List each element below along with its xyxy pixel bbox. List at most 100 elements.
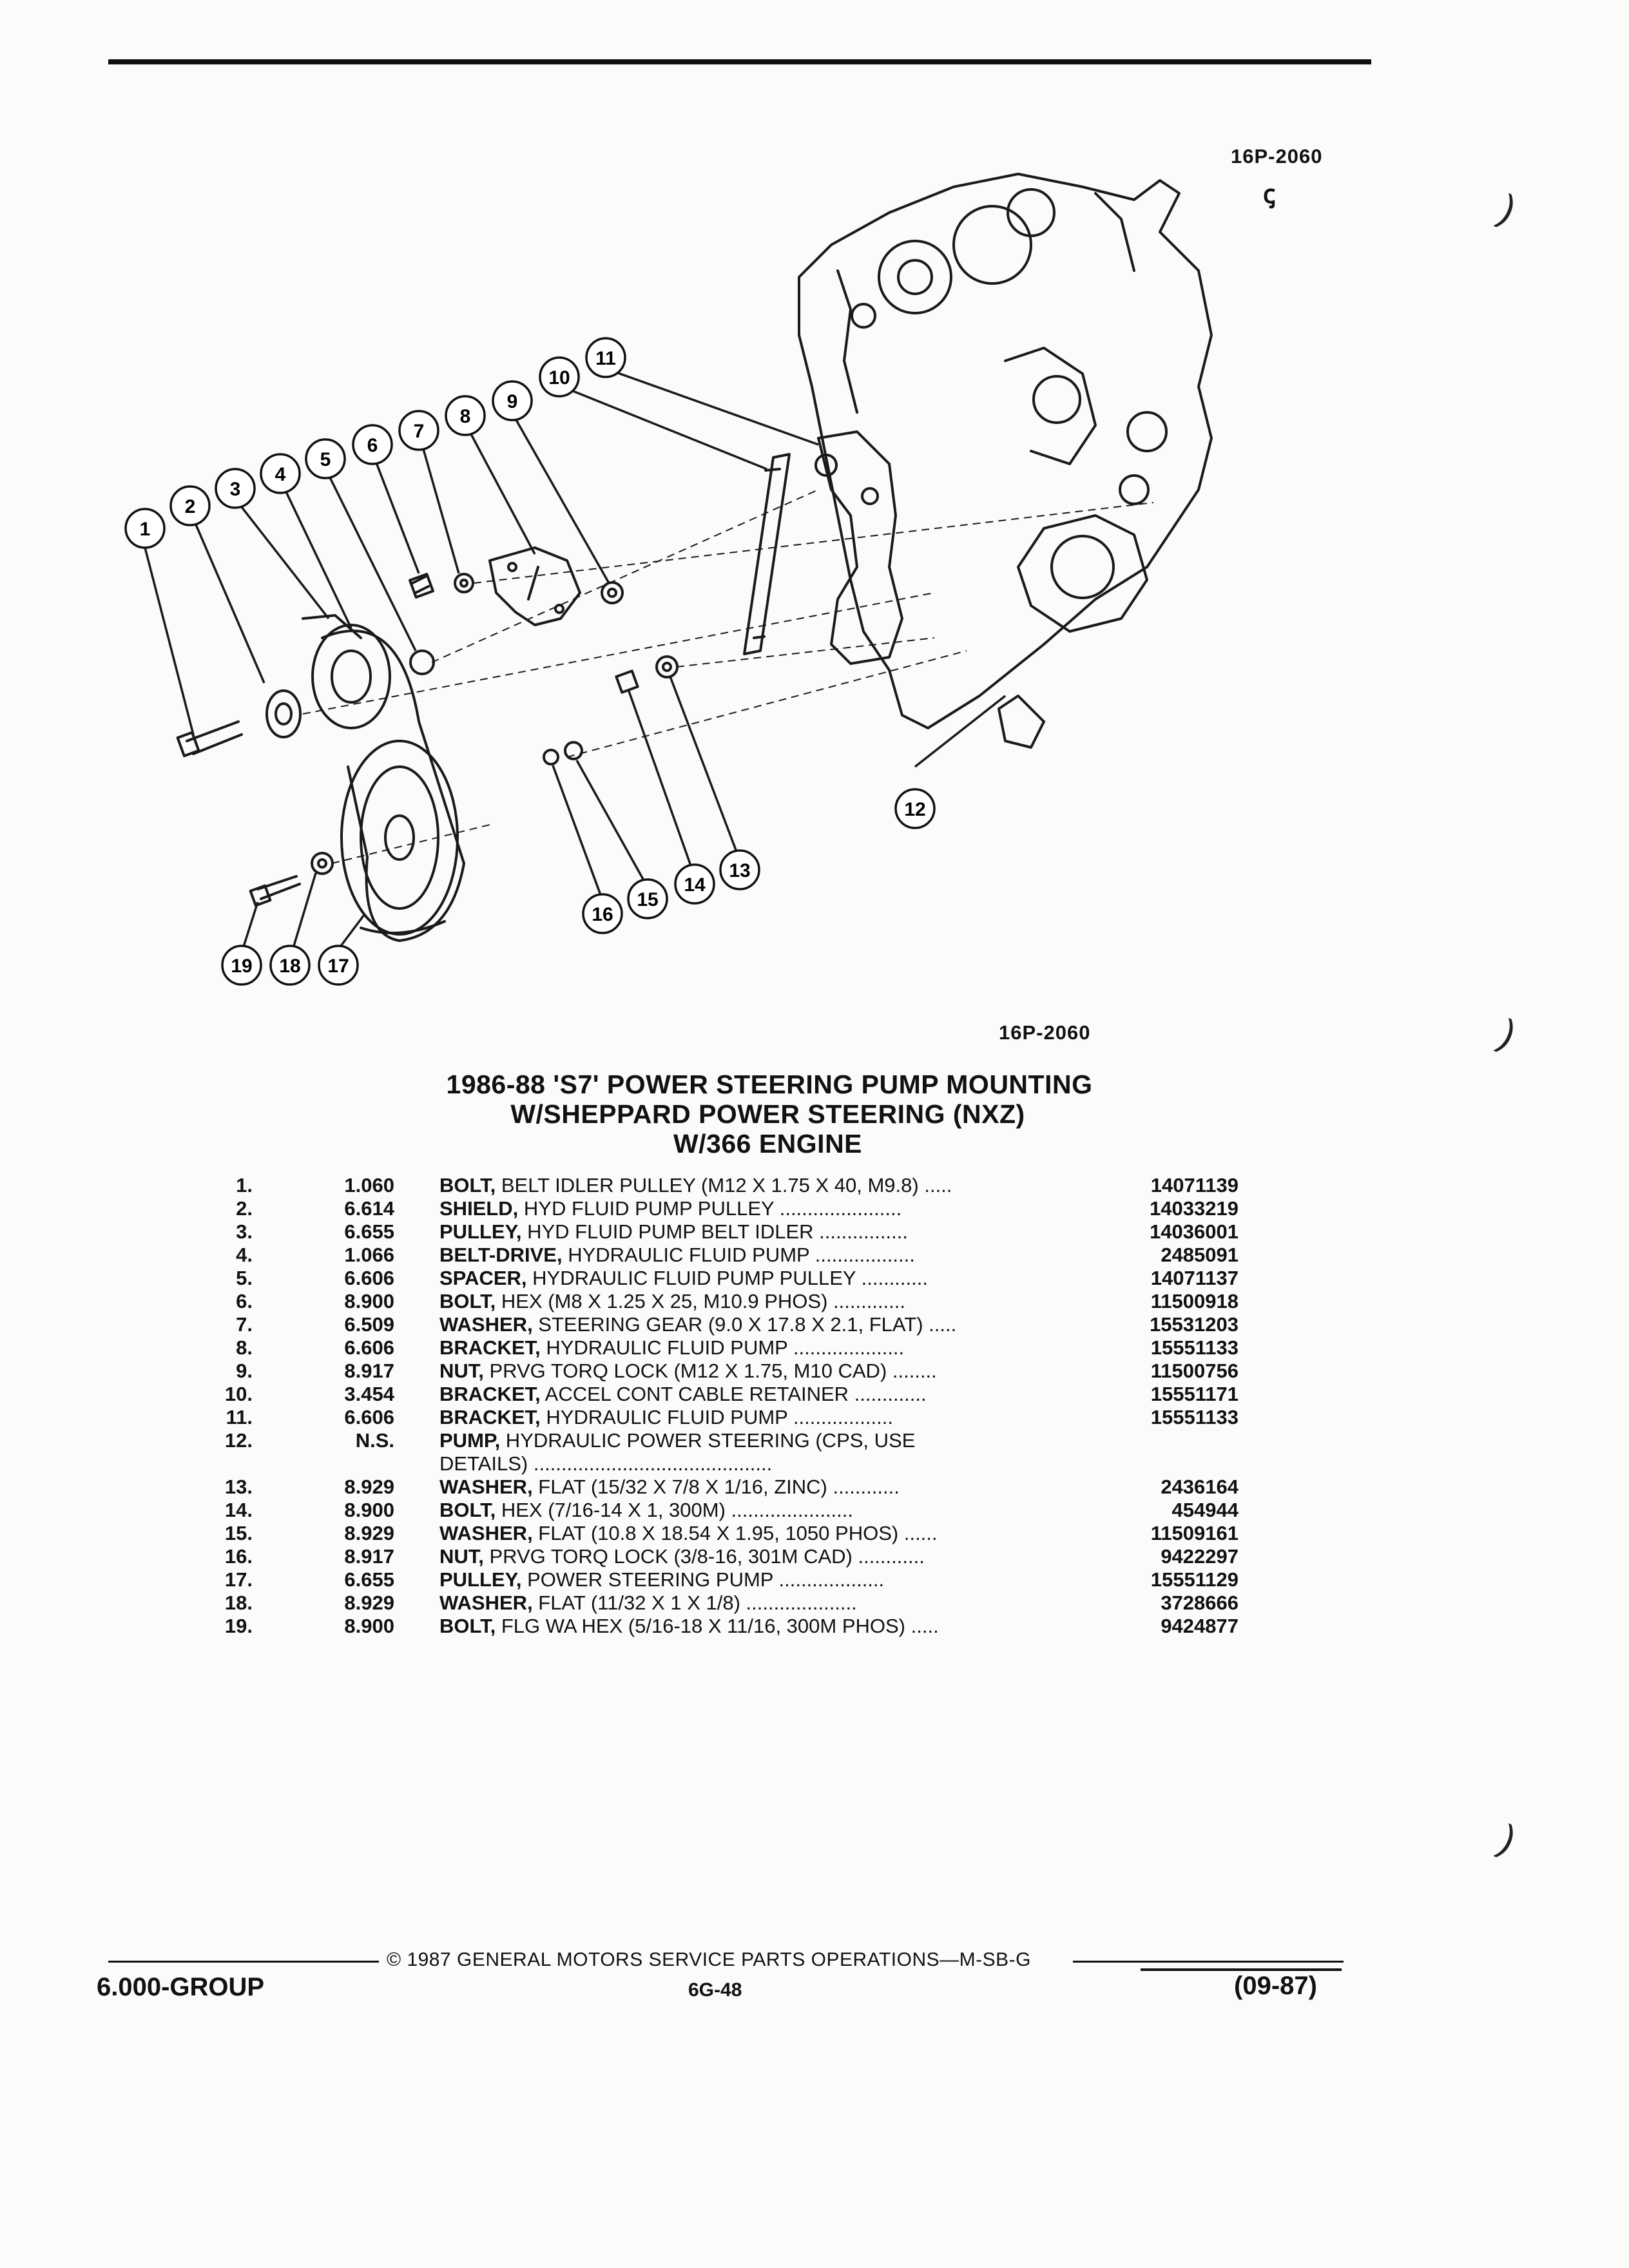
part-detail: FLAT (10.8 X 18.54 X 1.95, 1050 PHOS) ..… [532, 1522, 938, 1544]
callout-13: 13 [719, 849, 760, 890]
part-description: SPACER, HYDRAULIC FLUID PUMP PULLEY ....… [439, 1267, 1097, 1290]
group-number: 6.606 [344, 1406, 394, 1428]
part-detail: HYDRAULIC POWER STEERING (CPS, USE [500, 1429, 916, 1452]
part-description: DETAILS) ...............................… [439, 1452, 1097, 1475]
part-number: 11509161 [1150, 1522, 1239, 1544]
part-number: 14036001 [1150, 1220, 1239, 1243]
group-number: 6.614 [344, 1197, 394, 1220]
part-description: BRACKET, HYDRAULIC FLUID PUMP ..........… [439, 1336, 1097, 1360]
part-number: 14071137 [1150, 1267, 1239, 1289]
part-number: 2485091 [1161, 1244, 1239, 1266]
part-name: WASHER, [439, 1313, 533, 1336]
group-number: 8.917 [344, 1545, 394, 1568]
item-number: 16. [224, 1545, 253, 1568]
title-line-3: W/366 ENGINE [673, 1129, 863, 1158]
callout-16: 16 [582, 893, 623, 934]
part-detail: HYD FLUID PUMP BELT IDLER ..............… [521, 1220, 908, 1243]
svg-text:2: 2 [185, 496, 196, 517]
item-number: 17. [224, 1568, 253, 1591]
group-number: 6.606 [344, 1336, 394, 1359]
group-number: N.S. [355, 1429, 394, 1452]
part-detail: HYDRAULIC FLUID PUMP .................. [562, 1244, 915, 1266]
part-name: BRACKET, [439, 1383, 541, 1405]
parts-row: 12.N.S.PUMP, HYDRAULIC POWER STEERING (C… [193, 1429, 1239, 1452]
item-number: 14. [224, 1499, 253, 1521]
title-line-1: 1986-88 'S7' POWER STEERING PUMP MOUNTIN… [446, 1070, 1093, 1099]
part-description: WASHER, FLAT (15/32 X 7/8 X 1/16, ZINC) … [439, 1475, 1097, 1499]
parts-row: DETAILS) ...............................… [193, 1452, 1239, 1475]
part-name: BELT-DRIVE, [439, 1244, 563, 1266]
footer-rule-date [1141, 1968, 1342, 1971]
callout-2: 2 [169, 485, 211, 526]
part-description: PUMP, HYDRAULIC POWER STEERING (CPS, USE [439, 1429, 1097, 1452]
part-detail: FLAT (11/32 X 1 X 1/8) .................… [532, 1591, 857, 1614]
part-name: BOLT, [439, 1290, 496, 1312]
callout-17: 17 [318, 945, 359, 986]
part-name: BOLT, [439, 1174, 496, 1196]
group-number: 8.929 [344, 1475, 394, 1498]
part-name: WASHER, [439, 1591, 533, 1614]
svg-text:9: 9 [507, 391, 518, 412]
item-number: 18. [224, 1591, 253, 1614]
part-detail: FLG WA HEX (5/16-18 X 11/16, 300M PHOS) … [496, 1615, 939, 1637]
part-name: PULLEY, [439, 1220, 522, 1243]
item-number: 8. [236, 1336, 253, 1359]
svg-text:10: 10 [548, 367, 570, 389]
callout-4: 4 [260, 453, 301, 494]
part-number: 15551133 [1150, 1406, 1239, 1428]
part-description: BOLT, HEX (M8 X 1.25 X 25, M10.9 PHOS) .… [439, 1290, 1097, 1313]
part-name: NUT, [439, 1545, 484, 1568]
group-number: 8.917 [344, 1360, 394, 1382]
part-description: WASHER, STEERING GEAR (9.0 X 17.8 X 2.1,… [439, 1313, 1097, 1336]
svg-text:12: 12 [904, 799, 925, 820]
part-number [1097, 1452, 1239, 1475]
part-detail: ACCEL CONT CABLE RETAINER ............. [540, 1383, 927, 1405]
part-name: BRACKET, [439, 1336, 541, 1359]
item-number: 4. [236, 1244, 253, 1266]
svg-text:4: 4 [275, 464, 286, 485]
exploded-view-illustration: 1 2 3 4 5 6 7 8 9 10 11 12 13 14 15 16 1… [124, 173, 1213, 986]
part-detail: HYDRAULIC FLUID PUMP .................. [540, 1406, 893, 1428]
margin-mark: ) [1492, 186, 1523, 232]
part-detail: POWER STEERING PUMP ................... [521, 1568, 885, 1591]
svg-text:13: 13 [729, 860, 750, 881]
top-rule [108, 59, 1371, 64]
svg-text:18: 18 [279, 956, 300, 977]
svg-text:3: 3 [230, 479, 241, 500]
group-number: 3.454 [344, 1383, 394, 1405]
part-description: NUT, PRVG TORQ LOCK (M12 X 1.75, M10 CAD… [439, 1360, 1097, 1383]
group-number: 1.066 [344, 1244, 394, 1266]
part-number: 2436164 [1161, 1475, 1239, 1498]
part-description: PULLEY, POWER STEERING PUMP ............… [439, 1568, 1097, 1591]
svg-text:11: 11 [595, 348, 616, 369]
title-line-2: W/SHEPPARD POWER STEERING (NXZ) [510, 1099, 1025, 1129]
part-detail: DETAILS) ...............................… [439, 1452, 773, 1475]
callout-8: 8 [445, 395, 486, 436]
callout-19: 19 [221, 945, 262, 986]
illustration-code-bottom: 16P-2060 [999, 1021, 1091, 1044]
group-number: 6.606 [344, 1267, 394, 1289]
group-number: 1.060 [344, 1174, 394, 1196]
group-number: 6.655 [344, 1220, 394, 1243]
group-number: 8.900 [344, 1290, 394, 1312]
part-description: BRACKET, HYDRAULIC FLUID PUMP ..........… [439, 1406, 1097, 1429]
part-description: NUT, PRVG TORQ LOCK (3/8-16, 301M CAD) .… [439, 1545, 1097, 1568]
part-detail: HEX (7/16-14 X 1, 300M) ................… [496, 1499, 854, 1521]
part-detail: HYD FLUID PUMP PULLEY ..................… [518, 1197, 902, 1220]
part-number: 11500756 [1150, 1360, 1239, 1382]
part-detail: STEERING GEAR (9.0 X 17.8 X 2.1, FLAT) .… [532, 1313, 957, 1336]
margin-mark: ) [1492, 1011, 1523, 1057]
part-number: 9424877 [1161, 1615, 1239, 1637]
part-name: BRACKET, [439, 1406, 541, 1428]
callout-9: 9 [492, 380, 533, 421]
group-number: 8.900 [344, 1615, 394, 1637]
